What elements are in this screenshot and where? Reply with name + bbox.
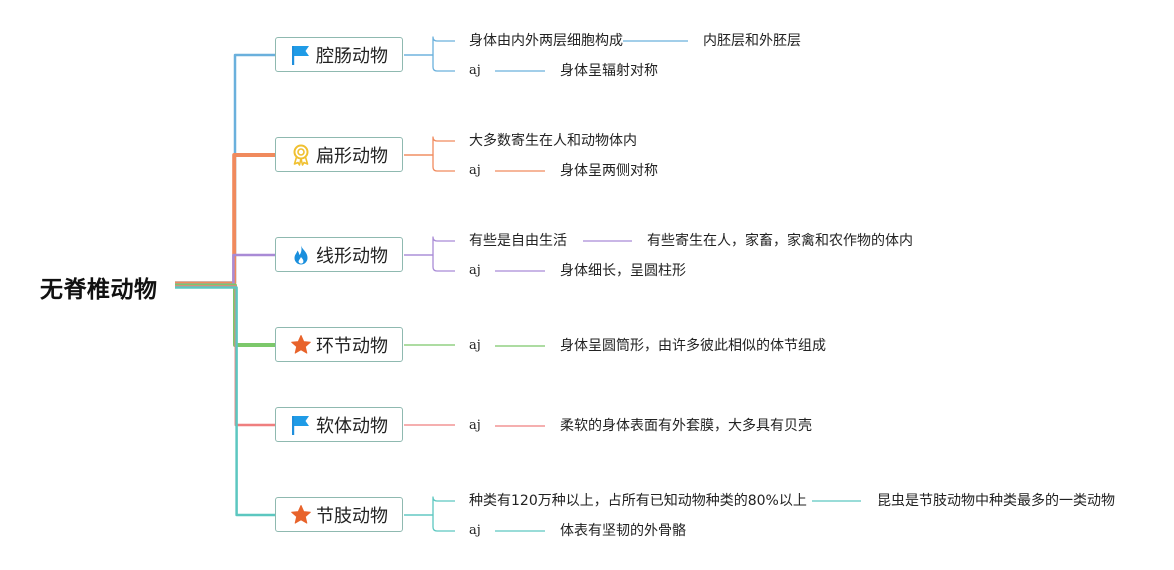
- sub-leaf-topic[interactable]: 身体呈辐射对称: [560, 63, 658, 79]
- star-icon: [291, 334, 311, 354]
- branch-node-mollusk[interactable]: 软体动物: [275, 407, 403, 442]
- leaf-topic[interactable]: aj: [469, 263, 481, 278]
- leaf-topic[interactable]: 有些是自由生活: [469, 233, 567, 249]
- flag-icon: [292, 45, 309, 65]
- branch-label: 软体动物: [316, 415, 388, 437]
- branch-node-coelenterate[interactable]: 腔肠动物: [275, 37, 403, 72]
- branch-label: 腔肠动物: [316, 45, 388, 67]
- sub-leaf-topic[interactable]: 昆虫是节肢动物中种类最多的一类动物: [877, 493, 1115, 509]
- leaf-topic[interactable]: aj: [469, 163, 481, 178]
- leaf-connector: [404, 496, 455, 516]
- leaf-connector: [404, 254, 455, 272]
- sub-leaf-topic[interactable]: 内胚层和外胚层: [703, 33, 801, 49]
- leaf-topic[interactable]: 种类有120万种以上，占所有已知动物种类的80%以上: [469, 493, 807, 509]
- branch-connector: [175, 153, 275, 286]
- branch-connector: [175, 286, 275, 517]
- root-topic[interactable]: 无脊椎动物: [40, 277, 158, 303]
- leaf-connector: [404, 36, 455, 56]
- flag-icon: [292, 415, 309, 435]
- leaf-topic[interactable]: aj: [469, 338, 481, 353]
- branch-connector: [175, 283, 275, 347]
- medal-icon: [293, 144, 309, 166]
- leaf-connector: [404, 236, 455, 256]
- leaf-connector: [404, 136, 455, 156]
- branch-label: 节肢动物: [316, 505, 388, 527]
- branch-label: 扁形动物: [316, 145, 388, 167]
- leaf-connector: [404, 154, 455, 172]
- sub-leaf-topic[interactable]: 身体呈两侧对称: [560, 163, 658, 179]
- branch-node-annelid[interactable]: 环节动物: [275, 327, 403, 362]
- leaf-connector: [404, 514, 455, 532]
- branch-node-arthropod[interactable]: 节肢动物: [275, 497, 403, 532]
- sub-leaf-topic[interactable]: 有些寄生在人，家畜，家禽和农作物的体内: [647, 233, 913, 249]
- leaf-topic[interactable]: aj: [469, 63, 481, 78]
- branch-label: 环节动物: [316, 335, 388, 357]
- sub-leaf-topic[interactable]: 身体呈圆筒形，由许多彼此相似的体节组成: [560, 338, 826, 354]
- star-icon: [291, 504, 311, 524]
- flame-icon: [294, 245, 308, 264]
- branch-label: 线形动物: [316, 245, 388, 267]
- sub-leaf-topic[interactable]: 身体细长，呈圆柱形: [560, 263, 686, 279]
- branch-connector: [175, 253, 275, 286]
- branch-node-roundworm[interactable]: 线形动物: [275, 237, 403, 272]
- leaf-topic[interactable]: aj: [469, 418, 481, 433]
- branch-node-flatworm[interactable]: 扁形动物: [275, 137, 403, 172]
- leaf-connector: [404, 54, 455, 72]
- leaf-topic[interactable]: 身体由内外两层细胞构成: [469, 33, 623, 49]
- sub-leaf-topic[interactable]: 体表有坚韧的外骨骼: [560, 523, 686, 539]
- sub-leaf-topic[interactable]: 柔软的身体表面有外套膜，大多具有贝壳: [560, 418, 812, 434]
- leaf-topic[interactable]: 大多数寄生在人和动物体内: [469, 133, 637, 149]
- leaf-topic[interactable]: aj: [469, 523, 481, 538]
- branch-connector: [175, 285, 275, 427]
- branch-connector: [175, 53, 275, 284]
